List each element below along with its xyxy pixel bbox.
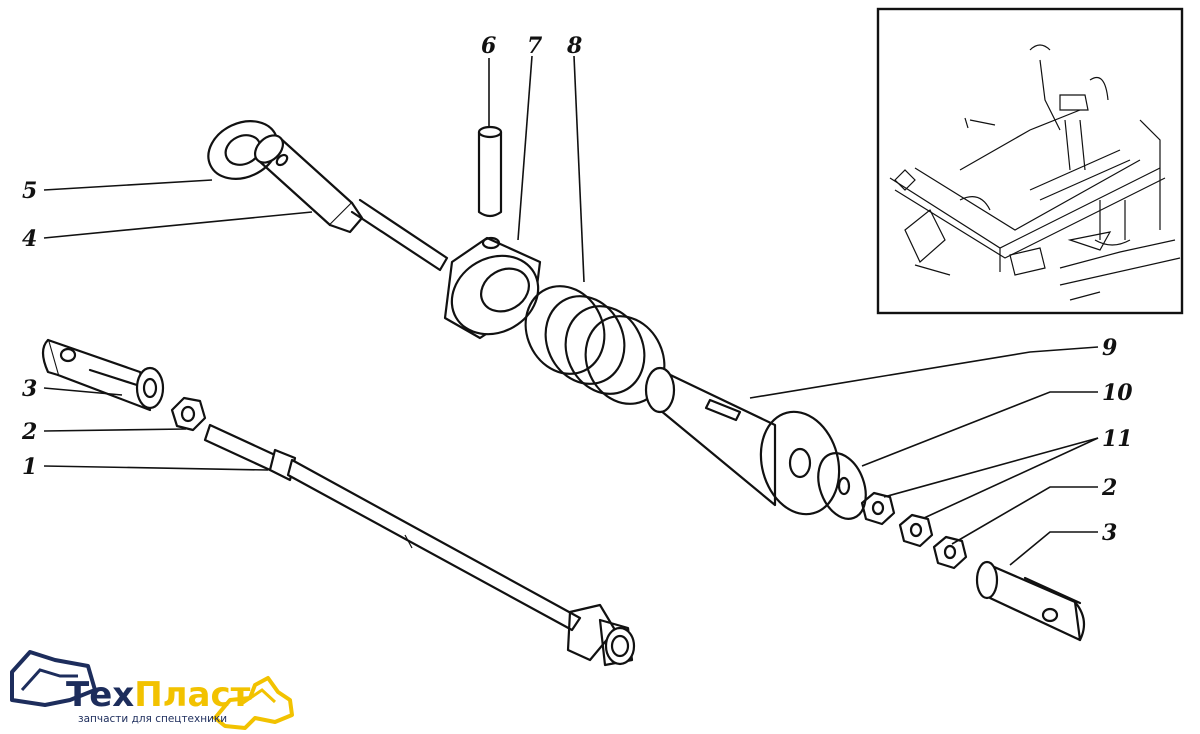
part-11-nuts <box>860 491 934 548</box>
callout-3-right: 3 <box>1102 520 1117 546</box>
part-3-clevis-right <box>975 560 1086 642</box>
callout-8: 8 <box>566 33 582 59</box>
excavator-outline-left-icon <box>10 650 97 707</box>
callout-1: 1 <box>22 454 37 480</box>
callout-6: 6 <box>481 33 496 59</box>
callout-2-right: 2 <box>1101 475 1117 501</box>
callout-7: 7 <box>527 33 543 59</box>
callout-labels: 1 2 3 4 5 6 7 8 9 10 11 2 3 <box>21 33 1133 546</box>
assembly-inset <box>876 7 1184 315</box>
part-1-rod <box>203 423 636 667</box>
part-2-nut-right <box>932 535 968 570</box>
callout-10: 10 <box>1102 380 1133 406</box>
part-7-collar <box>443 236 542 340</box>
callout-4: 4 <box>22 226 37 252</box>
part-3-clevis-left <box>41 338 165 412</box>
brand-name-part2: Пласт <box>134 675 250 715</box>
part-6-pin <box>477 125 503 218</box>
callout-2-left: 2 <box>21 419 37 445</box>
callout-11: 11 <box>1102 426 1133 452</box>
brand-tagline: запчасти для спецтехники <box>78 713 227 725</box>
callout-leaders <box>43 55 1099 566</box>
brand-name-part1: Тех <box>66 675 134 715</box>
brand-logo: ТехПласт запчасти для спецтехники <box>10 650 294 730</box>
part-9-bushing <box>644 366 841 516</box>
part-2-nut-left <box>170 396 207 432</box>
callout-9: 9 <box>1102 335 1117 361</box>
part-4-eye-bolt <box>254 134 449 272</box>
part-8-spring <box>524 285 666 405</box>
callout-3-left: 3 <box>22 376 37 402</box>
svg-text:ТехПласт: ТехПласт <box>66 675 251 715</box>
callout-5: 5 <box>22 178 37 204</box>
part-5-washer <box>207 120 279 180</box>
part-10-washer <box>817 452 867 520</box>
